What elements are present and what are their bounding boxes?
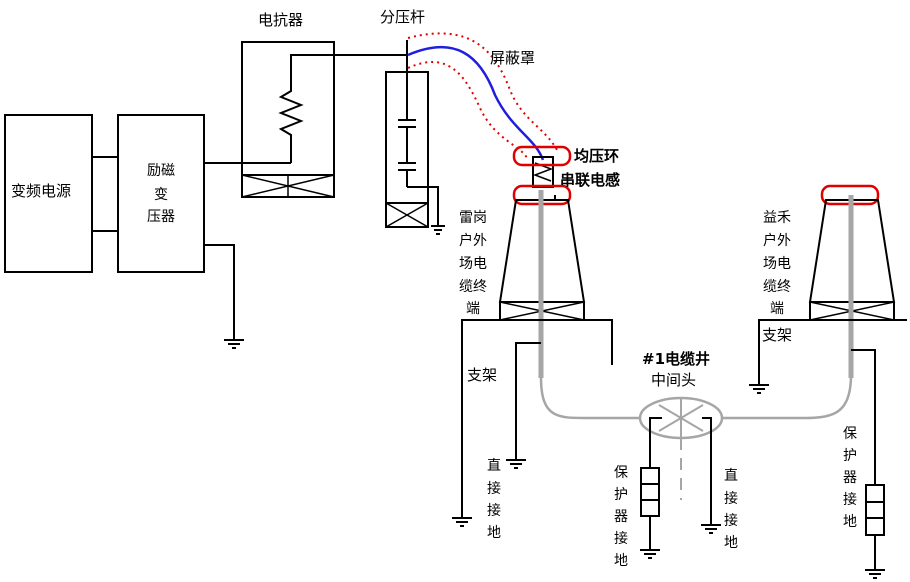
support-right-label: 支架 (762, 326, 792, 344)
reactor-coil (278, 54, 408, 163)
ground-icon-divider (431, 225, 445, 235)
shield-outer (407, 32, 558, 151)
protector-right-3: 器 (843, 470, 857, 486)
mid-direct-ground-wire (702, 417, 712, 525)
protector-left-1: 保 (614, 465, 628, 481)
protector-left-2: 护 (614, 487, 628, 503)
ground-icon-protector-right (865, 569, 885, 579)
right-terminal-label-4: 缆终 (763, 279, 791, 295)
direct-ground-left-3: 接 (487, 502, 501, 519)
protector-right-4: 接 (843, 491, 857, 508)
protector-right-1: 保 (843, 426, 857, 442)
direct-ground-mid-3: 接 (724, 512, 738, 529)
exciter-label-2: 变 (154, 187, 168, 203)
vf-source-box (4, 114, 93, 273)
joint-label-1: #1电缆井 (642, 350, 710, 368)
left-direct-ground-wire (515, 342, 541, 460)
direct-ground-left-2: 接 (487, 480, 501, 497)
direct-ground-mid-2: 接 (724, 490, 738, 507)
protector-left-3: 器 (614, 509, 628, 525)
protector-left-4: 接 (614, 530, 628, 547)
reactor-box (241, 41, 335, 198)
divider-label: 分压杆 (380, 8, 425, 26)
exciter-box (117, 114, 205, 273)
voltage-divider: 分压杆 (380, 8, 439, 228)
ground-icon-support-right (749, 384, 769, 394)
hv-lead (407, 45, 545, 161)
right-terminal-label-2: 户外 (763, 232, 791, 249)
reactor-label: 电抗器 (258, 11, 303, 29)
protector-left (640, 467, 660, 517)
support-left-label: 支架 (467, 366, 497, 384)
ground-icon-support-left (452, 517, 472, 527)
wire-exciter-ground (204, 244, 235, 340)
left-support (461, 319, 613, 518)
direct-ground-mid-1: 直 (724, 467, 738, 484)
series-inductor-label: 串联电感 (560, 171, 620, 189)
protector-right-wire (851, 349, 876, 485)
ground-icon-protector-left (640, 549, 660, 559)
direct-ground-left-4: 地 (487, 525, 501, 541)
protector-right-2: 护 (843, 448, 857, 464)
vf-source: 变频电源 (4, 114, 93, 273)
right-terminal-label-5: 端 (770, 301, 784, 317)
cable-left (539, 377, 642, 420)
left-terminal-label-3: 场电 (459, 256, 487, 272)
right-terminal-label-3: 场电 (763, 256, 791, 272)
protector-left-5: 地 (614, 553, 628, 569)
left-terminal-label-1: 雷岗 (459, 210, 487, 226)
left-terminal-label-4: 缆终 (459, 279, 487, 295)
left-terminal-label-2: 户外 (459, 232, 487, 249)
series-inductor (532, 156, 554, 188)
exciter-transformer: 励磁 变 压器 (117, 114, 205, 273)
exciter-label-1: 励磁 (147, 163, 175, 179)
joint-label-2: 中间头 (651, 371, 696, 389)
direct-ground-mid-4: 地 (724, 535, 738, 551)
protector-right (865, 484, 885, 536)
exciter-label-3: 压器 (147, 209, 175, 225)
shield-label: 屏蔽罩 (490, 49, 535, 67)
right-terminal-label-1: 益禾 (763, 210, 791, 226)
grading-ring-top (512, 145, 572, 167)
cable-right (720, 374, 853, 420)
right-support (758, 319, 907, 385)
left-terminal-label-5: 端 (466, 301, 480, 317)
grading-ring-label: 均压环 (574, 147, 619, 165)
ground-icon-exciter (224, 339, 244, 349)
divider-base (385, 202, 429, 228)
shield-inner (407, 61, 528, 159)
protector-left-wire (649, 417, 662, 468)
protector-right-5: 地 (843, 514, 857, 530)
ground-icon-direct-left (506, 459, 526, 469)
left-cable-terminal (498, 190, 586, 378)
ground-icon-direct-mid (701, 524, 721, 534)
vf-source-label: 变频电源 (11, 182, 71, 200)
reactor: 电抗器 (241, 11, 408, 198)
direct-ground-left-1: 直 (487, 457, 501, 474)
